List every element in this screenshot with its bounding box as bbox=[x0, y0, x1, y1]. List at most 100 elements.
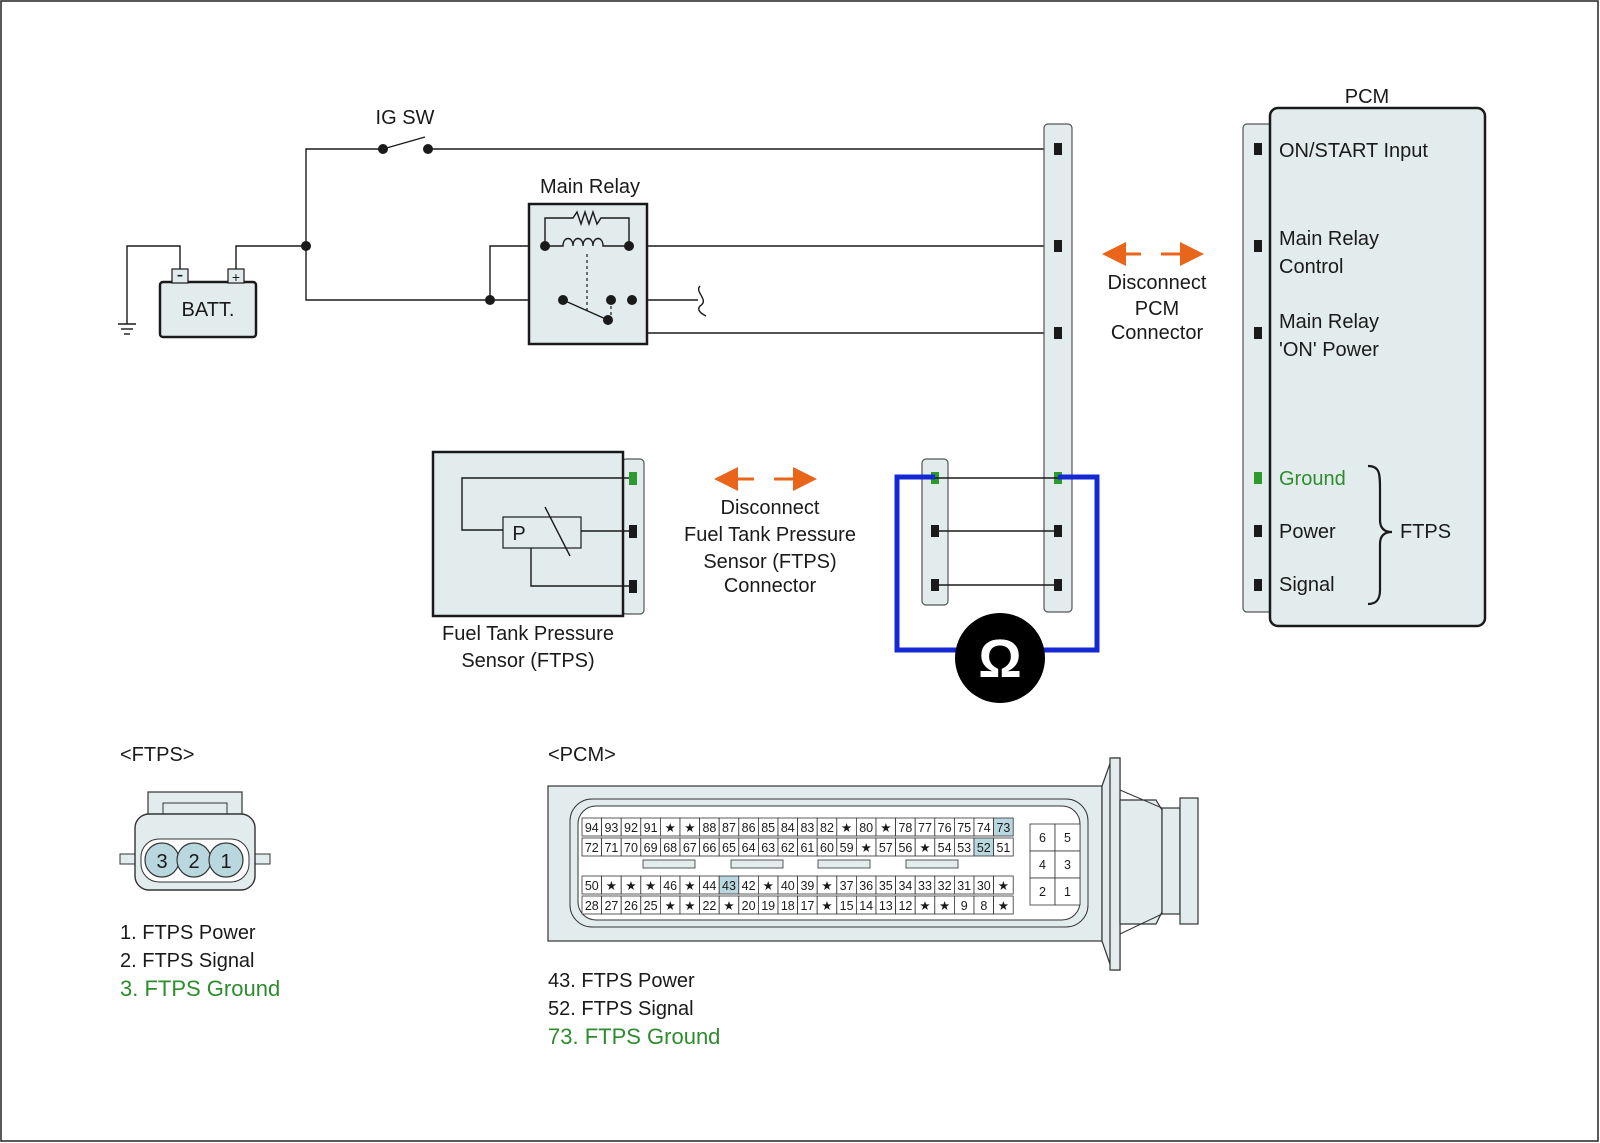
battery: - + BATT. bbox=[158, 264, 258, 339]
pcm-pin-cell bbox=[993, 817, 1014, 837]
pcm-pin-number: ★ bbox=[625, 879, 636, 893]
pcm-pin-number: 84 bbox=[781, 821, 795, 835]
pcm-pin-number: 35 bbox=[879, 879, 893, 893]
pcm-pin-number: ★ bbox=[861, 841, 872, 855]
ftps-label-2: Sensor (FTPS) bbox=[461, 650, 594, 672]
pcm-pin-cell bbox=[993, 875, 1014, 895]
pcm-pin-number: 13 bbox=[879, 899, 893, 913]
pcm-pin-number: 69 bbox=[644, 841, 658, 855]
pcm-pin-main-relay-2: Control bbox=[1279, 256, 1343, 278]
pcm-pin-number: 39 bbox=[800, 879, 814, 893]
pcm-pin-number: 76 bbox=[938, 821, 952, 835]
pcm-pin-number: 31 bbox=[957, 879, 971, 893]
pcm-small-number: 3 bbox=[1064, 858, 1071, 872]
pcm-pin-number: 85 bbox=[761, 821, 775, 835]
pcm-pin-number: ★ bbox=[880, 821, 891, 835]
pcm-pin-number: 33 bbox=[918, 879, 932, 893]
pcm-pin-number: 25 bbox=[644, 899, 658, 913]
pcm-pin-number: 27 bbox=[604, 899, 618, 913]
pcm-pin-number: ★ bbox=[919, 899, 930, 913]
pcm-pin-number: 30 bbox=[977, 879, 991, 893]
ig-switch[interactable]: IG SW bbox=[376, 107, 435, 154]
pcm-pin-number: 71 bbox=[604, 841, 618, 855]
disconnect-pcm-line-1: Disconnect bbox=[1108, 272, 1207, 294]
pcm-pin-number: ★ bbox=[821, 899, 832, 913]
pcm-small-cell bbox=[1054, 823, 1081, 852]
pcm-pin-number: 60 bbox=[820, 841, 834, 855]
pcm-pin-number: ★ bbox=[684, 899, 695, 913]
pcm-pin-number: 92 bbox=[624, 821, 638, 835]
pcm-pin-number: ★ bbox=[645, 879, 656, 893]
pcm-pin-number: 78 bbox=[898, 821, 912, 835]
disconnect-ftps-line-2: Fuel Tank Pressure bbox=[684, 524, 856, 546]
pcm-pin-ground: Ground bbox=[1279, 468, 1346, 490]
pcm-pin-number: 51 bbox=[996, 841, 1010, 855]
pcm-pin-number: ★ bbox=[998, 879, 1009, 893]
pcm-pin-number: 34 bbox=[898, 879, 912, 893]
junction-node bbox=[301, 241, 311, 251]
pcm-pin-number: 61 bbox=[800, 841, 814, 855]
ftps-connector-title: <FTPS> bbox=[120, 744, 194, 766]
disconnect-pcm-line-3: Connector bbox=[1111, 322, 1204, 344]
pcm-pin-number: 12 bbox=[898, 899, 912, 913]
pcm-pin-number: ★ bbox=[665, 899, 676, 913]
pcm-pin-number: 63 bbox=[761, 841, 775, 855]
pcm-pin-number: ★ bbox=[763, 879, 774, 893]
pcm-pin-number: 62 bbox=[781, 841, 795, 855]
pcm-pin-number: 93 bbox=[604, 821, 618, 835]
pcm-pin-number: 40 bbox=[781, 879, 795, 893]
pcm-pin-number: 87 bbox=[722, 821, 736, 835]
disconnect-pcm-line-2: PCM bbox=[1135, 298, 1179, 320]
batt-negative: - bbox=[177, 264, 184, 286]
pcm-pin-number: 94 bbox=[585, 821, 599, 835]
pcm-pin-signal: Signal bbox=[1279, 574, 1335, 596]
ftps-legend-2: 2. FTPS Signal bbox=[120, 950, 255, 972]
pcm-pin-number: ★ bbox=[998, 899, 1009, 913]
ohm-icon: Ω bbox=[978, 629, 1021, 689]
pcm-pin-cell bbox=[993, 895, 1014, 915]
pcm-pin-number: 65 bbox=[722, 841, 736, 855]
pcm-small-number: 5 bbox=[1064, 831, 1071, 845]
pcm-pin-number: 57 bbox=[879, 841, 893, 855]
pcm-pin-number: 37 bbox=[840, 879, 854, 893]
pcm-pin-number: 42 bbox=[742, 879, 756, 893]
pcm-pin-number: 43 bbox=[722, 879, 736, 893]
pcm-small-number: 1 bbox=[1064, 885, 1071, 899]
pcm-pin-number: 52 bbox=[977, 841, 991, 855]
pcm-pin-number: 67 bbox=[683, 841, 697, 855]
pcm-pin-number: ★ bbox=[723, 899, 734, 913]
pcm-pin-number: ★ bbox=[821, 879, 832, 893]
pcm-pin-number: 56 bbox=[898, 841, 912, 855]
junction-node bbox=[485, 295, 495, 305]
pcm-pin-number: 82 bbox=[820, 821, 834, 835]
pcm-pin-number: 54 bbox=[938, 841, 952, 855]
pcm-pin-number: 19 bbox=[761, 899, 775, 913]
pcm-pin-number: ★ bbox=[606, 879, 617, 893]
pcm-pin-number: 53 bbox=[957, 841, 971, 855]
ohmmeter[interactable]: Ω bbox=[894, 474, 1100, 703]
ftps-harness-connector bbox=[921, 458, 1058, 606]
ground-icon bbox=[118, 245, 181, 335]
pcm-pin-number: 88 bbox=[702, 821, 716, 835]
harness-connector bbox=[1043, 123, 1073, 613]
main-relay: Main Relay bbox=[527, 176, 649, 346]
pcm-pin-number: 73 bbox=[996, 821, 1010, 835]
pcm-pin-number: 15 bbox=[840, 899, 854, 913]
pcm-pin-number: 74 bbox=[977, 821, 991, 835]
disconnect-ftps-line-1: Disconnect bbox=[721, 497, 820, 519]
pcm-legend-1: 43. FTPS Power bbox=[548, 970, 695, 992]
pcm-pin-number: ★ bbox=[684, 879, 695, 893]
pressure-symbol: P bbox=[512, 523, 525, 545]
pcm-pin-number: 83 bbox=[800, 821, 814, 835]
pcm-pin-number: 20 bbox=[742, 899, 756, 913]
batt-label: BATT. bbox=[182, 299, 235, 321]
pcm-pin-number: 28 bbox=[585, 899, 599, 913]
pcm-pin-number: 91 bbox=[644, 821, 658, 835]
pcm-pin-number: ★ bbox=[665, 821, 676, 835]
ig-sw-label: IG SW bbox=[376, 107, 435, 129]
pcm-pin-number: 68 bbox=[663, 841, 677, 855]
pcm-pin-number: 17 bbox=[800, 899, 814, 913]
